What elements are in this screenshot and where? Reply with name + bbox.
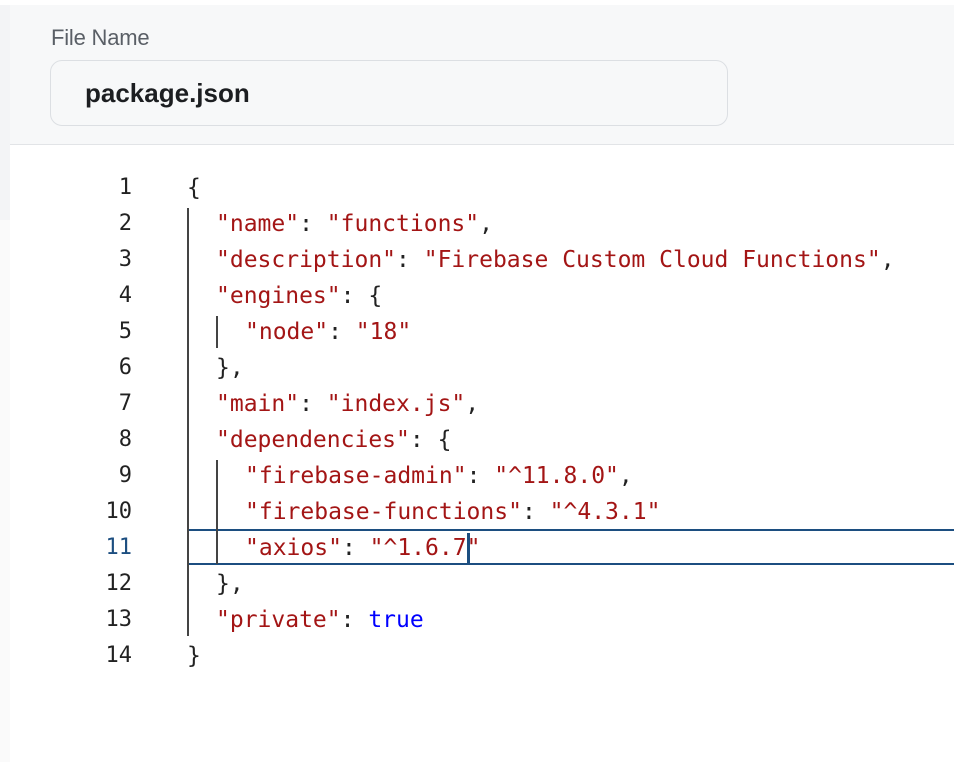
code-token: "axios" <box>245 535 342 561</box>
indent-guide <box>187 208 189 636</box>
line-number: 1 <box>118 175 132 200</box>
code-line[interactable]: "dependencies": { <box>216 422 451 458</box>
file-name-label: File Name <box>51 25 150 50</box>
code-line[interactable]: "axios": "^1.6.7" <box>245 530 480 566</box>
line-number: 2 <box>118 211 132 236</box>
code-token: : { <box>340 283 383 309</box>
code-line[interactable]: "name": "functions", <box>216 206 493 242</box>
code-token: "firebase-admin" <box>245 463 467 489</box>
code-token: "main" <box>216 391 300 417</box>
code-token: : <box>466 463 495 489</box>
code-token: : { <box>409 427 452 453</box>
code-token: : <box>340 607 369 633</box>
code-token: : <box>521 499 550 525</box>
active-line-highlight <box>187 529 954 565</box>
left-edge-strip <box>0 5 10 220</box>
code-line[interactable]: "node": "18" <box>245 314 411 350</box>
line-number: 13 <box>105 607 133 632</box>
code-token: , <box>479 211 493 237</box>
line-number: 3 <box>118 247 132 272</box>
line-number: 7 <box>118 391 132 416</box>
line-number: 12 <box>105 571 133 596</box>
code-line[interactable]: "main": "index.js", <box>216 386 479 422</box>
code-token: : <box>341 535 370 561</box>
code-token: "Firebase Custom Cloud Functions" <box>423 247 881 273</box>
code-token: : <box>396 247 424 273</box>
code-token: "^11.8.0" <box>494 463 619 489</box>
code-line[interactable]: { <box>187 170 201 206</box>
code-line[interactable]: "description": "Firebase Custom Cloud Fu… <box>216 242 895 278</box>
code-editor[interactable]: 1 {2 "name": "functions", 3 "description": "… <box>10 145 954 762</box>
line-number: 9 <box>118 463 132 488</box>
line-number: 8 <box>118 427 132 452</box>
code-token: "^4.3.1" <box>549 499 661 525</box>
code-token: : <box>299 211 327 237</box>
code-line[interactable]: }, <box>216 350 244 386</box>
line-number: 10 <box>105 499 133 524</box>
code-line[interactable]: }, <box>216 566 244 602</box>
line-number: 6 <box>118 355 132 380</box>
code-token: "18" <box>355 319 412 345</box>
file-name-input[interactable] <box>50 60 728 126</box>
code-line[interactable]: } <box>187 638 201 674</box>
code-token: "description" <box>216 247 397 273</box>
left-edge-strip-lower <box>0 220 10 762</box>
code-line[interactable]: "engines": { <box>216 278 382 314</box>
code-token: "private" <box>216 607 341 633</box>
line-number: 14 <box>105 643 133 668</box>
code-token: : <box>328 319 356 345</box>
code-line[interactable]: "firebase-admin": "^11.8.0", <box>245 458 633 494</box>
code-token: , <box>465 391 480 417</box>
line-number: 5 <box>118 319 132 344</box>
code-token: "dependencies" <box>216 427 410 453</box>
indent-guide <box>216 460 218 564</box>
code-token: "functions" <box>326 211 480 237</box>
text-caret <box>466 533 470 563</box>
code-token: { <box>187 175 201 201</box>
code-token: "node" <box>245 319 329 345</box>
code-token: "index.js" <box>326 391 466 417</box>
code-token: "engines" <box>216 283 341 309</box>
code-token: true <box>368 607 424 633</box>
code-token: "^1.6.7" <box>369 535 481 561</box>
code-line[interactable]: "private": true <box>216 602 424 638</box>
code-token: }, <box>216 355 244 381</box>
code-token: : <box>299 391 327 417</box>
code-token: "name" <box>216 211 300 237</box>
code-token: , <box>880 247 895 273</box>
code-line[interactable]: "firebase-functions": "^4.3.1" <box>245 494 660 530</box>
indent-guide <box>216 316 218 348</box>
code-token: }, <box>216 571 244 597</box>
line-number: 11 <box>105 535 133 560</box>
code-token: } <box>187 643 201 669</box>
code-token: , <box>618 463 633 489</box>
line-number: 4 <box>118 283 132 308</box>
code-token: "firebase-functions" <box>245 499 522 525</box>
